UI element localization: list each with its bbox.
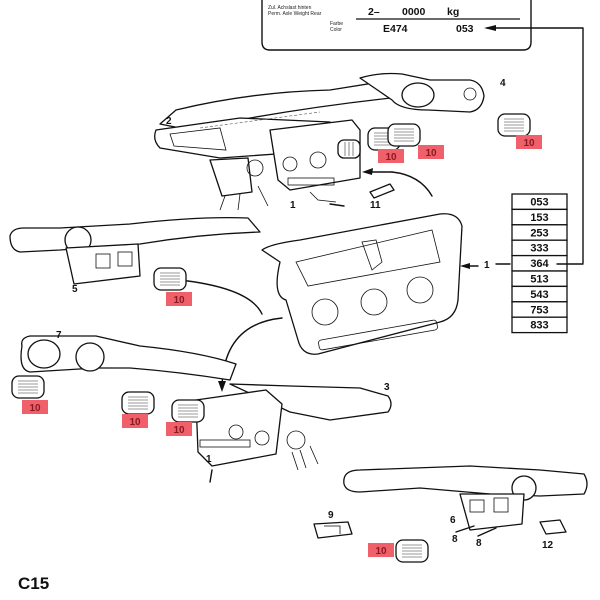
knob xyxy=(337,139,361,159)
plate-link-line xyxy=(486,27,584,264)
color-code-value: 833 xyxy=(530,320,548,332)
callout-10: 10 xyxy=(523,138,535,149)
assembly-2: 2 1 11 xyxy=(154,77,433,211)
knob-part-10 xyxy=(121,391,155,415)
color-number: 053 xyxy=(456,23,474,35)
callout-1-top: 1 xyxy=(290,200,296,211)
color-code-value: 053 xyxy=(530,197,548,209)
assembly-3: 1 3 xyxy=(195,382,392,483)
assembly-4: 4 xyxy=(359,72,506,113)
arrow-head-icon xyxy=(460,263,470,269)
callout-8b: 8 xyxy=(476,538,482,549)
callout-1-lower: 1 xyxy=(206,454,212,465)
axle-value: 0000 xyxy=(402,6,426,18)
arrow-head-icon xyxy=(218,381,226,392)
axle-label-de: Zul. Achslast hinten xyxy=(268,5,312,11)
axle-unit: kg xyxy=(447,6,459,18)
part-11-clip xyxy=(369,183,395,199)
part-9-bracket: 9 xyxy=(313,510,353,539)
knobs-part-10: 10 10 10 10 10 10 10 10 xyxy=(11,113,542,563)
figure-id: C15 xyxy=(18,574,50,593)
knob-part-10 xyxy=(171,399,205,423)
part-10-highlight-tag xyxy=(378,149,404,163)
color-code-table: 053 153 253 333 364 513 543 753 833 xyxy=(511,193,568,334)
color-code-value: 364 xyxy=(530,258,549,270)
knob-part-10 xyxy=(11,375,45,399)
callout-6: 6 xyxy=(450,515,456,526)
id-plate: Zul. Achslast hinten Perm. Axle Weight R… xyxy=(261,0,584,264)
color-label-de: Farbe xyxy=(330,21,343,27)
arrow-head-icon xyxy=(362,168,373,175)
part-10-highlight-tag xyxy=(418,145,444,159)
callout-2: 2 xyxy=(166,116,172,127)
color-code-value: 253 xyxy=(530,227,548,239)
callout-10: 10 xyxy=(425,148,437,159)
part-12-clip xyxy=(539,519,567,535)
color-code-cell xyxy=(511,316,568,334)
knob-part-10 xyxy=(153,267,187,291)
part-10-highlight-tag xyxy=(122,414,148,428)
part-10-highlight-tag xyxy=(516,135,542,149)
callout-10: 10 xyxy=(29,403,41,414)
callout-7: 7 xyxy=(56,330,62,341)
axle-prefix: 2– xyxy=(368,6,380,18)
axle-label-en: Perm. Axle Weight Rear xyxy=(268,11,322,17)
callout-10: 10 xyxy=(173,295,185,306)
color-code-value: 333 xyxy=(530,243,548,255)
color-label-en: Color xyxy=(330,27,342,33)
callout-10: 10 xyxy=(385,152,397,163)
callout-5: 5 xyxy=(72,284,78,295)
knob-part-10 xyxy=(387,123,421,147)
part-10-highlight-tag xyxy=(22,400,48,414)
assembly-7: 7 xyxy=(20,330,237,381)
callout-1-main: 1 xyxy=(484,260,490,271)
knob-part-10 xyxy=(497,113,531,137)
color-code-value: 513 xyxy=(530,274,548,286)
callout-10: 10 xyxy=(173,425,185,436)
callout-8a: 8 xyxy=(452,534,458,545)
color-code-value: 753 xyxy=(530,304,548,316)
callout-3: 3 xyxy=(384,382,390,393)
color-code: E474 xyxy=(383,23,408,35)
callout-9: 9 xyxy=(328,510,334,521)
color-code-value: 543 xyxy=(530,289,548,301)
part-1-center-panel xyxy=(179,213,463,355)
callout-10: 10 xyxy=(375,546,387,557)
callout-11: 11 xyxy=(370,200,381,211)
arrow-head-icon xyxy=(484,25,496,31)
color-code-value: 153 xyxy=(530,212,548,224)
callout-4: 4 xyxy=(500,78,506,89)
part-10-highlight-tag xyxy=(166,422,192,436)
assembly-lower-right: 6 8 8 12 xyxy=(343,465,588,551)
part-10-highlight-tag xyxy=(166,292,192,306)
part-10-highlight-tag xyxy=(368,543,394,557)
assembly-5: 5 xyxy=(9,216,261,295)
callout-12: 12 xyxy=(542,540,554,551)
callout-10: 10 xyxy=(129,417,141,428)
knob-part-10 xyxy=(395,539,429,563)
